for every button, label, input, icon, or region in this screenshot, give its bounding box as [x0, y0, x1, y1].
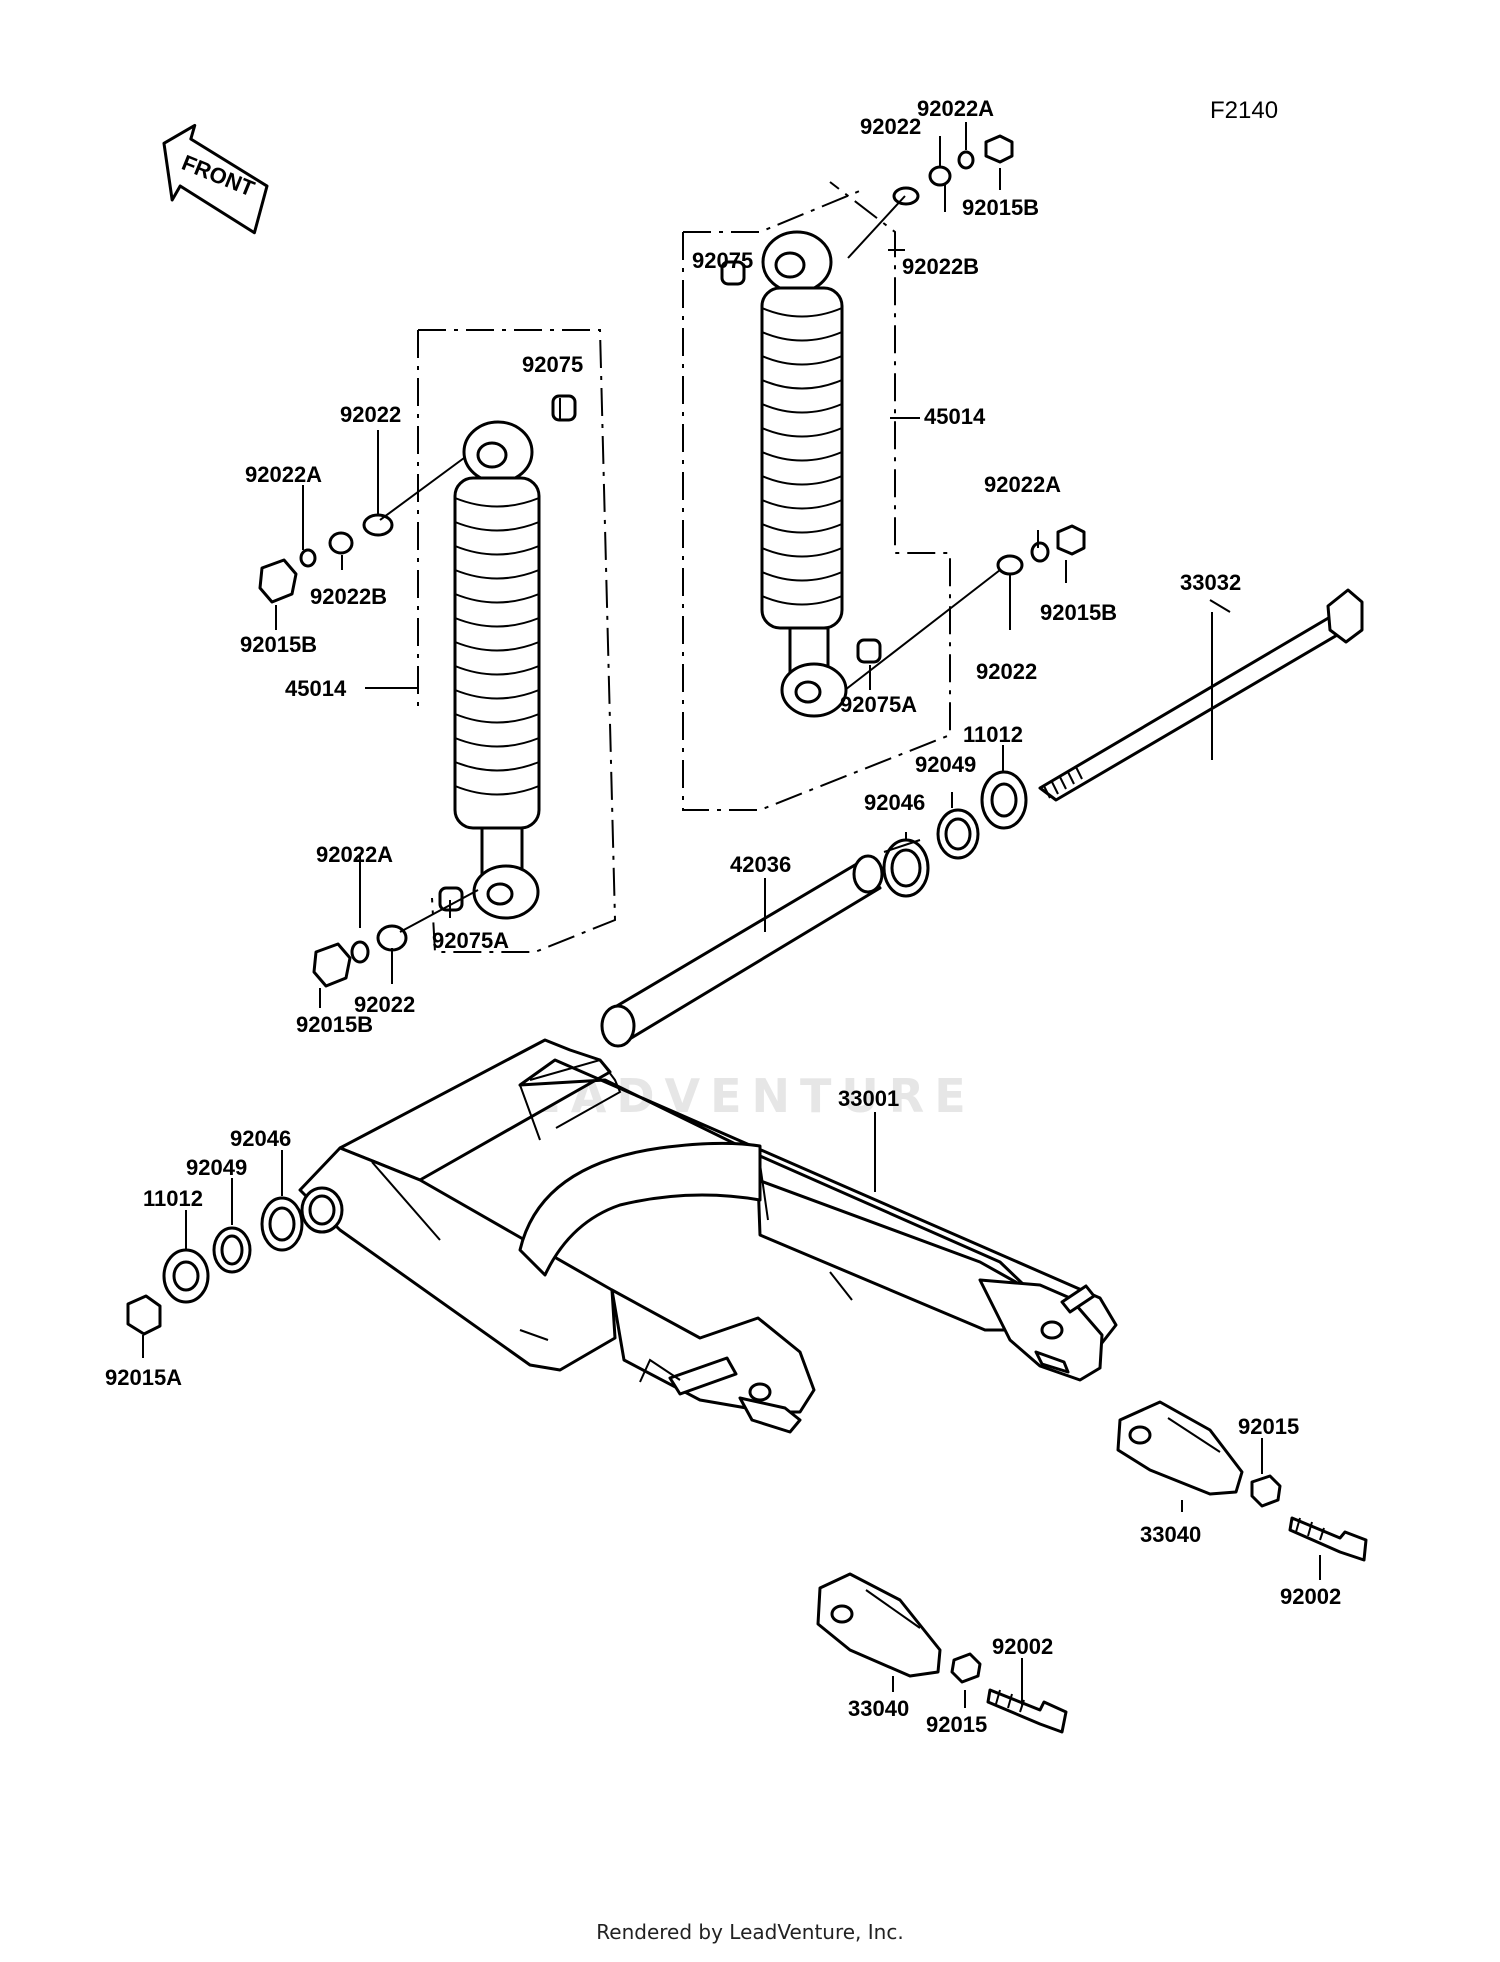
- label-92002-right: 92002: [1280, 1584, 1341, 1609]
- front-arrow-icon: FRONT: [162, 123, 269, 235]
- label-33040-right: 33040: [1140, 1522, 1201, 1547]
- label-33001: 33001: [838, 1086, 899, 1111]
- label-92002-bottom: 92002: [992, 1634, 1053, 1659]
- label-92022-left: 92022: [340, 402, 401, 427]
- label-92075A-right: 92075A: [840, 692, 917, 717]
- label-33040-bottom: 33040: [848, 1696, 909, 1721]
- label-92015B-top: 92015B: [962, 195, 1039, 220]
- label-92022-top: 92022: [860, 114, 921, 139]
- pivot-sleeve: [600, 854, 884, 1048]
- leader-lines: [142, 122, 1321, 1708]
- label-92022A-rmid: 92022A: [984, 472, 1061, 497]
- figure-code: F2140: [1210, 97, 1278, 124]
- footer-credit: Rendered by LeadVenture, Inc.: [596, 1920, 904, 1944]
- label-11012-left: 11012: [143, 1186, 203, 1211]
- label-92015-bottom: 92015: [926, 1712, 987, 1737]
- label-92015B-lbot: 92015B: [296, 1012, 373, 1037]
- label-45014-left: 45014: [285, 676, 347, 701]
- label-92015B-left: 92015B: [240, 632, 317, 657]
- label-92022A-left: 92022A: [245, 462, 322, 487]
- label-92015B-rmid: 92015B: [1040, 600, 1117, 625]
- label-92015A: 92015A: [105, 1365, 182, 1390]
- label-92022-rmid: 92022: [976, 659, 1037, 684]
- swingarm: [298, 1038, 1118, 1434]
- label-11012-right: 11012: [963, 722, 1023, 747]
- label-92046-left: 92046: [230, 1126, 291, 1151]
- right-shock-absorber: [682, 134, 1086, 811]
- label-92046-right: 92046: [864, 790, 925, 815]
- right-chain-adjuster: [1116, 1400, 1368, 1562]
- label-42036: 42036: [730, 852, 791, 877]
- pivot-shaft: [1038, 588, 1364, 802]
- label-92022A-lbot: 92022A: [316, 842, 393, 867]
- label-92022-lbot: 92022: [354, 992, 415, 1017]
- right-bearings: [882, 770, 1028, 898]
- label-92049-left: 92049: [186, 1155, 247, 1180]
- label-92022B-top: 92022B: [902, 254, 979, 279]
- label-92075A-left: 92075A: [432, 928, 509, 953]
- left-chain-adjuster: [816, 1572, 1068, 1734]
- left-shock-absorber: [258, 329, 617, 988]
- label-92022A-top: 92022A: [917, 96, 994, 121]
- label-92015-right: 92015: [1238, 1414, 1299, 1439]
- label-92022B-left: 92022B: [310, 584, 387, 609]
- left-bearings: [126, 1196, 304, 1336]
- label-92075-left: 92075: [522, 352, 583, 377]
- label-45014-right: 45014: [924, 404, 986, 429]
- label-92075-top: 92075: [692, 248, 753, 273]
- label-92049-right: 92049: [915, 752, 976, 777]
- label-33032: 33032: [1180, 570, 1241, 595]
